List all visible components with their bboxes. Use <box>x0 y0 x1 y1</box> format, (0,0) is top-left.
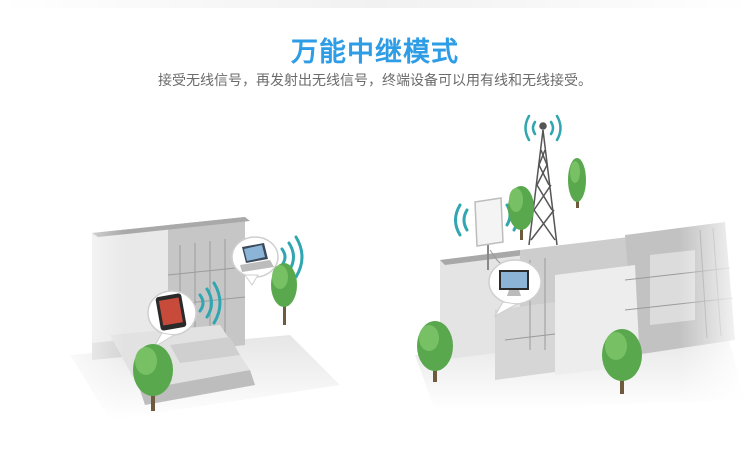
top-divider <box>0 0 750 8</box>
smartphone-icon <box>147 290 197 349</box>
laptop-icon <box>231 236 279 286</box>
panel-antenna-icon <box>474 197 506 270</box>
tree-icon <box>417 321 453 382</box>
page-subtitle: 接受无线信号，再发射出无线信号，终端设备可以用有线和无线接受。 <box>158 73 592 89</box>
wifi-signal-icon <box>198 281 222 325</box>
tree-icon <box>602 329 642 394</box>
tree-icon <box>508 186 534 240</box>
desktop-computer-icon <box>488 259 542 318</box>
tree-icon <box>568 158 586 208</box>
left-building-scene <box>50 185 350 425</box>
tree-icon <box>133 344 173 411</box>
tree-icon <box>271 263 297 325</box>
right-building-scene <box>395 110 750 425</box>
page-title: 万能中继模式 <box>291 37 459 68</box>
